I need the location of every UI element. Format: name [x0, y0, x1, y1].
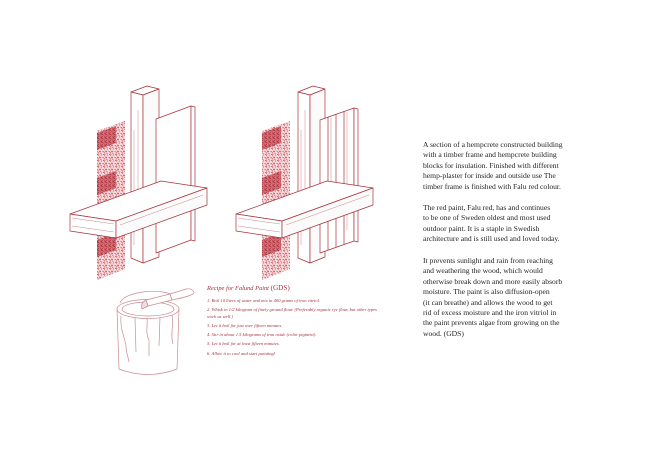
timber-beam: [69, 180, 208, 239]
description-paragraph: The red paint, Falu red, has and continu…: [423, 203, 560, 244]
recipe-title-text: Recipe for Falund Paint: [207, 285, 269, 292]
recipe-step: 3. Let it boil for just over fifteen min…: [207, 322, 283, 328]
recipe-step: 6. Allow it to cool and start painting!: [207, 350, 276, 356]
wall-section-plaster: [69, 85, 208, 280]
recipe-step: 4. Stir in about 1.5 kilograms of iron o…: [207, 332, 317, 338]
timber-post: [130, 85, 160, 264]
plaster-board: [155, 105, 196, 254]
description-paragraph: It prevents sunlight and rain from reach…: [423, 256, 563, 338]
description-paragraph: A section of a hempcrete constructed bui…: [423, 140, 563, 191]
recipe-block: Recipe for Falund Paint (GDS) 1. Boil 10…: [207, 284, 377, 360]
board-cladding: [319, 107, 359, 254]
recipe-step: 2. Whisk in 1/2 kilogram of finely groun…: [207, 307, 377, 319]
timber-beam: [235, 180, 374, 239]
recipe-step: 5. Let it boil for at least fifteen minu…: [207, 341, 280, 347]
paint-brush-icon: [141, 288, 195, 310]
recipe-step: 1. Boil 10 liters of water and mix in 40…: [207, 298, 321, 303]
recipe-title: Recipe for Falund Paint (GDS): [207, 284, 377, 292]
wall-section-cladding: [235, 85, 374, 280]
recipe-source-tag: (GDS): [270, 284, 290, 292]
paint-bucket-icon: [116, 291, 180, 375]
recipe-steps: 1. Boil 10 liters of water and mix in 40…: [207, 298, 377, 357]
